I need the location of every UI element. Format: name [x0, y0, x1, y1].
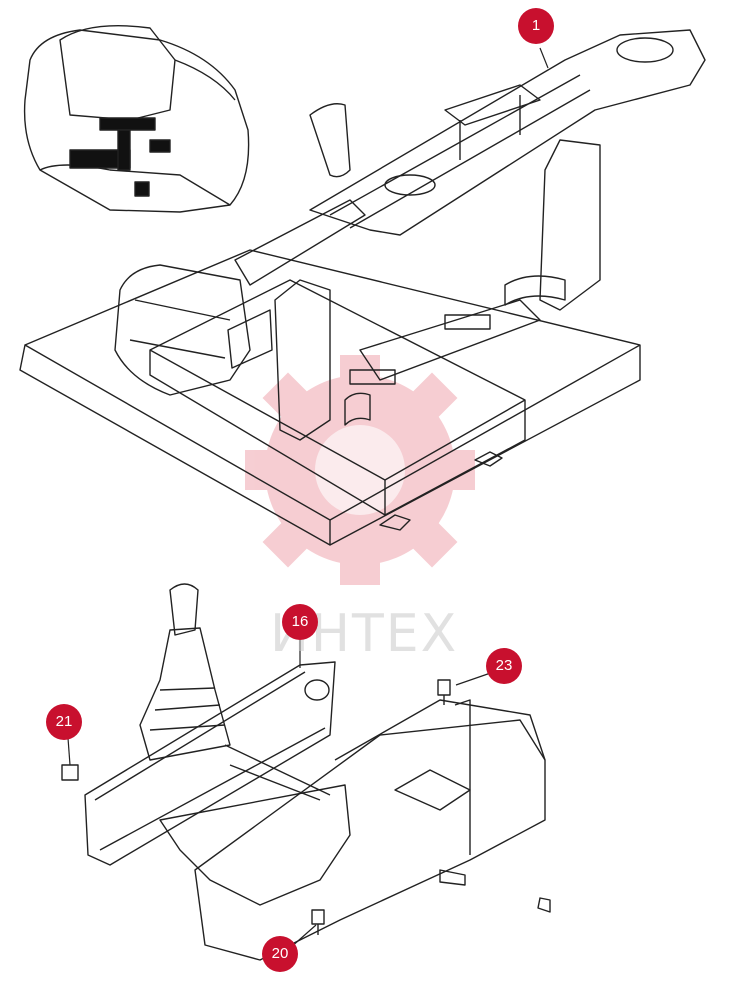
cab-inset-sketch	[23, 25, 250, 213]
callout-20[interactable]: 20	[262, 936, 298, 972]
callout-23[interactable]: 23	[486, 648, 522, 684]
callout-21[interactable]: 21	[46, 704, 82, 740]
callout-16[interactable]: 16	[282, 604, 318, 640]
lower-assembly	[61, 583, 551, 961]
callout-1[interactable]: 1	[518, 8, 554, 44]
upper-assembly	[19, 25, 706, 546]
